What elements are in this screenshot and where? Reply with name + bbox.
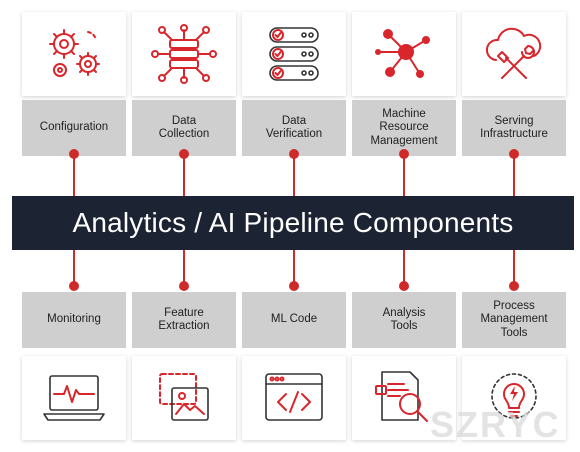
- code-window-icon: [265, 373, 323, 421]
- connector-dot: [69, 149, 79, 159]
- label-data-collection-text: Data Collection: [158, 114, 210, 141]
- watermark: SZRYC: [430, 404, 561, 445]
- label-data-verification-text: Data Verification: [265, 114, 323, 141]
- cloud-tools-icon: [486, 27, 542, 79]
- card-ml-code-icon: [242, 356, 346, 440]
- label-data-verification: Data Verification: [242, 100, 346, 156]
- label-ml-code-text: ML Code: [270, 313, 318, 326]
- card-data-collection-icon: [132, 12, 236, 96]
- document-search-icon: [375, 371, 428, 422]
- label-process-management-tools-text: Process Management Tools: [480, 299, 548, 339]
- label-configuration-text: Configuration: [39, 121, 109, 134]
- card-data-verification-icon: [242, 12, 346, 96]
- connector-dot: [179, 149, 189, 159]
- label-analysis-tools-text: Analysis Tools: [382, 306, 426, 333]
- connector-dot: [509, 281, 519, 291]
- connector-line: [293, 156, 295, 196]
- connector-line: [513, 250, 515, 284]
- connector-line: [293, 250, 295, 284]
- label-configuration: Configuration: [22, 100, 126, 156]
- label-data-collection: Data Collection: [132, 100, 236, 156]
- connector-dot: [399, 281, 409, 291]
- card-analysis-tools-icon: [352, 356, 456, 440]
- data-hub-icon: [151, 24, 217, 84]
- label-feature-extraction-text: Feature Extraction: [158, 306, 210, 333]
- connector-line: [513, 156, 515, 196]
- connector-dot: [289, 149, 299, 159]
- connector-line: [183, 250, 185, 284]
- label-monitoring-text: Monitoring: [47, 313, 101, 326]
- connector-dot: [179, 281, 189, 291]
- connector-line: [403, 250, 405, 284]
- checklist-icon: [269, 27, 319, 81]
- label-serving-infrastructure-text: Serving Infrastructure: [480, 114, 548, 141]
- label-machine-resource-management: Machine Resource Management: [352, 100, 456, 156]
- connector-line: [403, 156, 405, 196]
- label-analysis-tools: Analysis Tools: [352, 292, 456, 348]
- label-process-management-tools: Process Management Tools: [462, 292, 566, 348]
- card-process-management-icon: [462, 356, 566, 440]
- label-machine-resource-management-text: Machine Resource Management: [370, 107, 438, 147]
- card-machine-resource-icon: [352, 12, 456, 96]
- connector-line: [73, 250, 75, 284]
- title-banner: Analytics / AI Pipeline Components: [12, 196, 574, 250]
- card-monitoring-icon: [22, 356, 126, 440]
- label-monitoring: Monitoring: [22, 292, 126, 348]
- connector-dot: [289, 281, 299, 291]
- label-serving-infrastructure: Serving Infrastructure: [462, 100, 566, 156]
- gears-icon: [49, 29, 100, 77]
- label-ml-code: ML Code: [242, 292, 346, 348]
- connector-dot: [399, 149, 409, 159]
- card-configuration-icon: [22, 12, 126, 96]
- network-nodes-icon: [375, 29, 430, 78]
- page-title: Analytics / AI Pipeline Components: [72, 207, 514, 238]
- laptop-pulse-icon: [43, 375, 105, 421]
- label-feature-extraction: Feature Extraction: [132, 292, 236, 348]
- card-serving-infrastructure-icon: [462, 12, 566, 96]
- connector-line: [183, 156, 185, 196]
- connector-line: [73, 156, 75, 196]
- card-feature-extraction-icon: [132, 356, 236, 440]
- connector-dot: [69, 281, 79, 291]
- image-frames-icon: [159, 373, 209, 421]
- lightbulb-gear-icon: [491, 373, 537, 419]
- connector-dot: [509, 149, 519, 159]
